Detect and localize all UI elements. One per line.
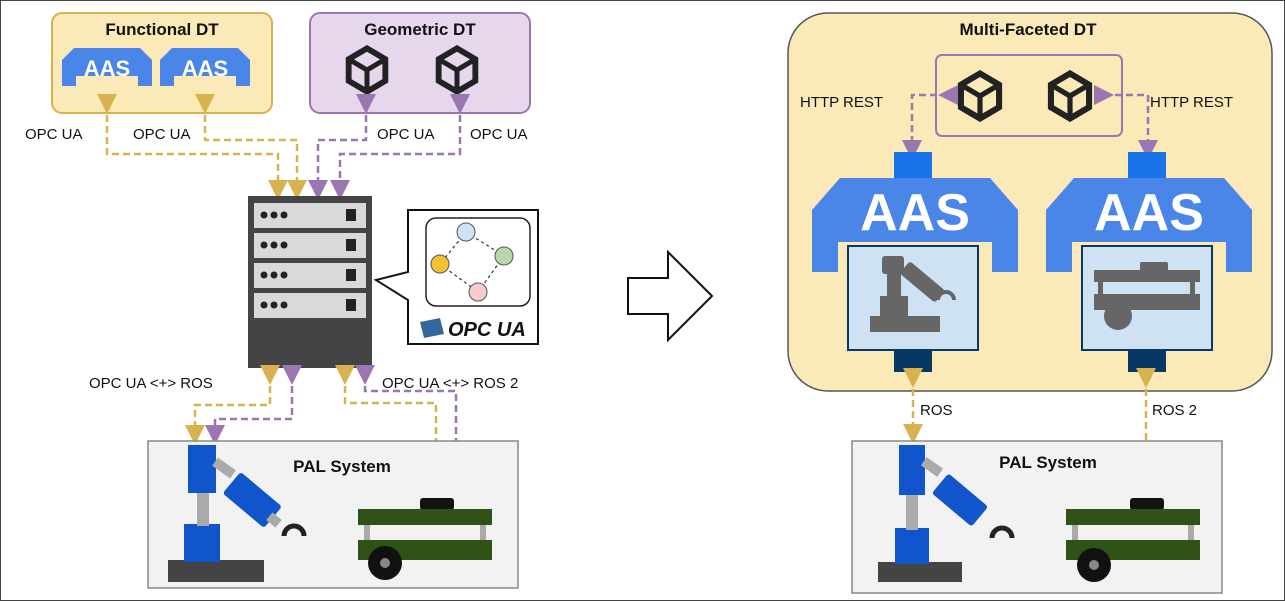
server-rack-icon (248, 196, 372, 368)
aas-icon: AAS (62, 48, 152, 86)
opcua-logo-text: OPC UA (448, 319, 526, 341)
mobile-robot-icon (358, 498, 492, 580)
robot-arm-icon (168, 445, 307, 582)
robot-arm-icon (878, 445, 1015, 582)
opc-ua-label: OPC UA (470, 126, 528, 143)
ros2-label: ROS 2 (1152, 402, 1197, 419)
aas-icon: AAS (160, 48, 250, 86)
pal-system-title: PAL System (293, 457, 391, 476)
robot-arm-icon (870, 256, 956, 332)
opcua-info-model-bubble: OPC UA (373, 209, 539, 345)
mobile-robot-icon (1066, 498, 1200, 582)
http-rest-label: HTTP REST (800, 94, 883, 111)
functional-dt-box: Functional DT AAS AAS (51, 12, 273, 114)
http-rest-label: HTTP REST (1150, 94, 1233, 111)
opcua-logo: OPC UA (420, 318, 526, 341)
functional-dt-title: Functional DT (105, 20, 219, 39)
bridge-label-ros2: OPC UA <+> ROS 2 (382, 375, 518, 392)
ros-label: ROS (920, 402, 953, 419)
opc-ua-label: OPC UA (377, 126, 435, 143)
aas-label: AAS (1094, 184, 1204, 242)
opc-ua-label: OPC UA (133, 126, 191, 143)
next-arrow-icon (627, 249, 714, 343)
geometric-dt-title: Geometric DT (364, 20, 476, 39)
bridge-label-ros: OPC UA <+> ROS (89, 375, 213, 392)
geometric-dt-box: Geometric DT (309, 12, 531, 114)
aas-label: AAS (860, 184, 970, 242)
unity-container (935, 54, 1123, 137)
aas-shell: AAS (1046, 152, 1252, 372)
aas-label: AAS (84, 56, 130, 81)
aas-label: AAS (182, 56, 228, 81)
mobile-robot-icon (1094, 262, 1200, 330)
multi-faceted-dt-title: Multi-Faceted DT (960, 20, 1098, 39)
opc-ua-label: OPC UA (25, 126, 83, 143)
pal-system-title: PAL System (999, 453, 1097, 472)
aas-shell: AAS (812, 152, 1018, 372)
